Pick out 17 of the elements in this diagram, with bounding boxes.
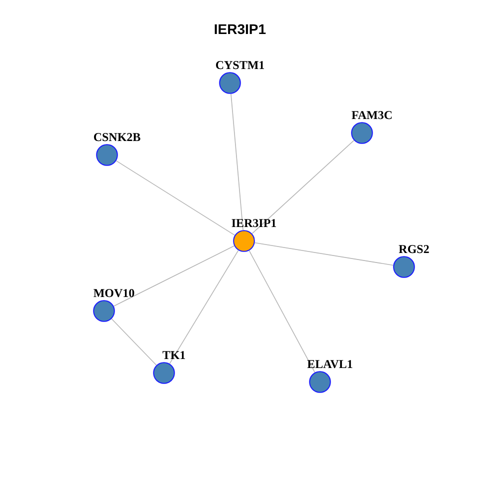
node-label: MOV10 (93, 287, 135, 299)
node-label: CYSTM1 (215, 59, 265, 71)
edge-line (230, 94, 244, 230)
edge-line (116, 160, 236, 236)
edge-line (169, 250, 239, 364)
edge-line (252, 140, 354, 234)
node-label: CSNK2B (93, 131, 141, 143)
node-label: ELAVL1 (307, 358, 353, 370)
edge-line (254, 242, 394, 266)
node-label: TK1 (162, 349, 186, 361)
node-label: IER3IP1 (231, 217, 277, 229)
node-label: RGS2 (398, 243, 430, 255)
edge-line (113, 246, 235, 306)
chart-title: IER3IP1 (212, 21, 268, 37)
edge-line (111, 318, 157, 366)
node-label: FAM3C (351, 109, 393, 121)
edge-line (248, 250, 316, 373)
